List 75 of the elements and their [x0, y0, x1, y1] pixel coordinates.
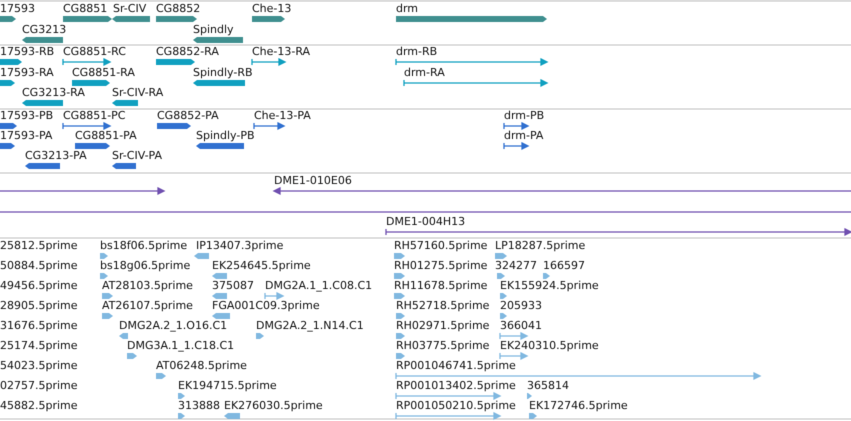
feature-label: LP18287.5prime [495, 239, 586, 252]
feature-label: IP13407.3prime [196, 239, 284, 252]
feature-label: DMG3A.1_1.C18.C1 [127, 339, 234, 352]
feature-label: 313888 [178, 399, 220, 412]
feature-label: RP001050210.5prime [396, 399, 516, 412]
feature-label: Che-13 [252, 2, 292, 15]
feature-label: DME1-010E06 [274, 174, 352, 187]
feature-label: 366041 [500, 319, 542, 332]
feature-label: RH11678.5prime [394, 279, 488, 292]
feature-label: AT06248.5prime [156, 359, 247, 372]
feature-label: Che-13-PA [254, 109, 311, 122]
feature-label: FGA001C09.3prime [212, 299, 320, 312]
feature-label: drm-RA [404, 66, 445, 79]
feature-label: 25812.5prime [0, 239, 78, 252]
feature-label: RP001013402.5prime [396, 379, 516, 392]
feature-label: DMG2A.2_1.O16.C1 [119, 319, 228, 332]
feature-label: 365814 [527, 379, 569, 392]
feature-label: 28905.5prime [0, 299, 78, 312]
feature-label: RH57160.5prime [394, 239, 488, 252]
feature-label: RH52718.5prime [396, 299, 490, 312]
feature-label: 17593-PA [0, 129, 52, 142]
feature-label: drm-PA [504, 129, 544, 142]
feature-label: RH02971.5prime [396, 319, 490, 332]
feature-label: drm-RB [396, 45, 438, 58]
feature-label: CG8851-PA [75, 129, 137, 142]
feature-label: 45882.5prime [0, 399, 78, 412]
feature-label: 50884.5prime [0, 259, 78, 272]
feature-label: Sr-CIV-PA [112, 149, 162, 162]
feature-label: 17593-RB [0, 45, 54, 58]
feature-label: 54023.5prime [0, 359, 78, 372]
feature-label: Spindly [193, 23, 234, 36]
feature-label: RH03775.5prime [396, 339, 490, 352]
feature-label: CG8851-PC [63, 109, 126, 122]
feature-label: Spindly-RB [193, 66, 253, 79]
feature-label: 17593 [0, 2, 35, 15]
feature-label: DMG2A.1_1.C08.C1 [265, 279, 372, 292]
feature-label: Spindly-PB [196, 129, 254, 142]
feature-label: Sr-CIV [113, 2, 146, 15]
feature-label: CG8851-RC [63, 45, 126, 58]
feature-label: 31676.5prime [0, 319, 78, 332]
feature-label: CG3213-PA [25, 149, 87, 162]
feature-label: 166597 [543, 259, 585, 272]
feature-label: 17593-RA [0, 66, 54, 79]
feature-label: CG8852-RA [156, 45, 219, 58]
feature-label: AT26107.5prime [102, 299, 193, 312]
feature-label: CG8851-RA [72, 66, 135, 79]
feature-label: EK155924.5prime [500, 279, 599, 292]
feature-label: DME1-004H13 [386, 215, 466, 228]
feature-label: 49456.5prime [0, 279, 78, 292]
feature-label: 02757.5prime [0, 379, 78, 392]
feature-label: 17593-PB [0, 109, 54, 122]
feature-label: EK194715.5prime [178, 379, 277, 392]
feature-label: CG8851 [63, 2, 108, 15]
feature-label: Sr-CIV-RA [112, 86, 164, 99]
feature-label: CG3213-RA [22, 86, 85, 99]
feature-label: EK240310.5prime [500, 339, 599, 352]
feature-label: AT28103.5prime [102, 279, 193, 292]
feature-label: RP001046741.5prime [396, 359, 516, 372]
feature-label: DMG2A.2_1.N14.C1 [256, 319, 364, 332]
feature-label: EK254645.5prime [212, 259, 311, 272]
feature-label: CG8852-PA [157, 109, 219, 122]
feature-label: EK276030.5prime [224, 399, 323, 412]
feature-label: drm-PB [504, 109, 544, 122]
feature-label: Che-13-RA [252, 45, 310, 58]
feature-label: 375087 [212, 279, 254, 292]
feature-label: 205933 [500, 299, 542, 312]
feature-label: bs18g06.5prime [100, 259, 190, 272]
feature-label: 25174.5prime [0, 339, 78, 352]
feature-label: bs18f06.5prime [100, 239, 188, 252]
feature-label: RH01275.5prime [394, 259, 488, 272]
feature-label: EK172746.5prime [529, 399, 628, 412]
feature-label: 324277 [495, 259, 537, 272]
feature-label: drm [396, 2, 418, 15]
feature-label: CG8852 [156, 2, 200, 15]
feature-label: CG3213 [22, 23, 66, 36]
